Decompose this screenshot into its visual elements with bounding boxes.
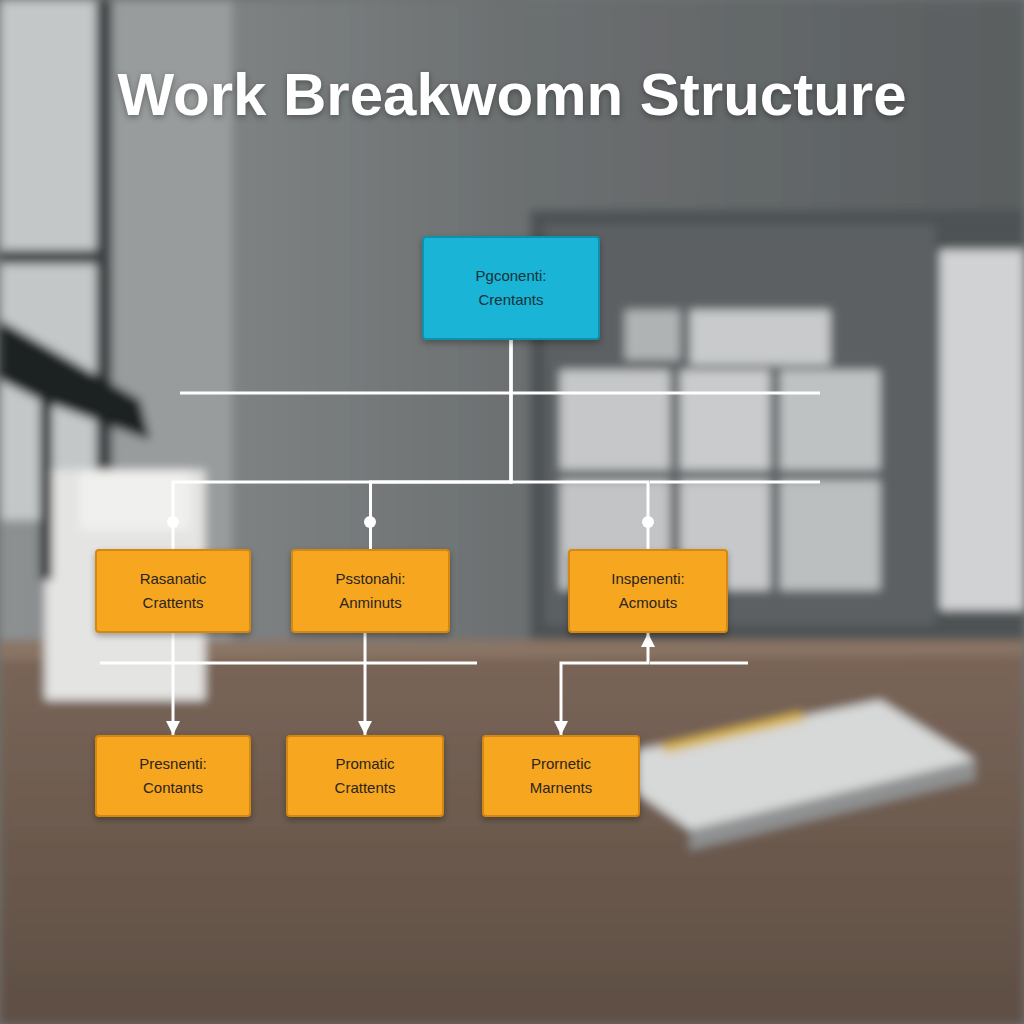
- work-package-box: Inspenenti: Acmouts: [568, 549, 728, 633]
- decor-line: [100, 662, 477, 665]
- connector: [371, 340, 512, 549]
- junction-dot: [642, 516, 654, 528]
- decor-line: [650, 662, 748, 665]
- connector: [364, 633, 367, 735]
- box-label: Inspenenti: Acmouts: [593, 567, 703, 615]
- junction-dots: [167, 516, 654, 528]
- diagram-title: Work Breakwomn Structure: [0, 62, 1024, 128]
- work-package-box: Psstonahi: Anminuts: [291, 549, 450, 633]
- work-package-box: Prornetic Marnents: [482, 735, 640, 817]
- decor-line: [650, 481, 820, 484]
- box-label: Pgconenti: Crentants: [456, 264, 566, 312]
- decor-line: [180, 392, 820, 395]
- junction-dot: [364, 516, 376, 528]
- connector: [511, 340, 648, 549]
- root-box: Pgconenti: Crentants: [422, 236, 600, 340]
- box-label: Psstonahi: Anminuts: [316, 567, 426, 615]
- connector: [561, 633, 648, 735]
- work-package-box: Rasanatic Crattents: [95, 549, 251, 633]
- box-label: Promatic Crattents: [310, 752, 420, 800]
- connector: [173, 340, 511, 549]
- connector: [172, 633, 175, 735]
- box-label: Presnenti: Contants: [118, 752, 228, 800]
- box-label: Prornetic Marnents: [506, 752, 616, 800]
- work-package-box: Presnenti: Contants: [95, 735, 251, 817]
- work-package-box: Promatic Crattents: [286, 735, 444, 817]
- junction-dot: [167, 516, 179, 528]
- box-label: Rasanatic Crattents: [118, 567, 228, 615]
